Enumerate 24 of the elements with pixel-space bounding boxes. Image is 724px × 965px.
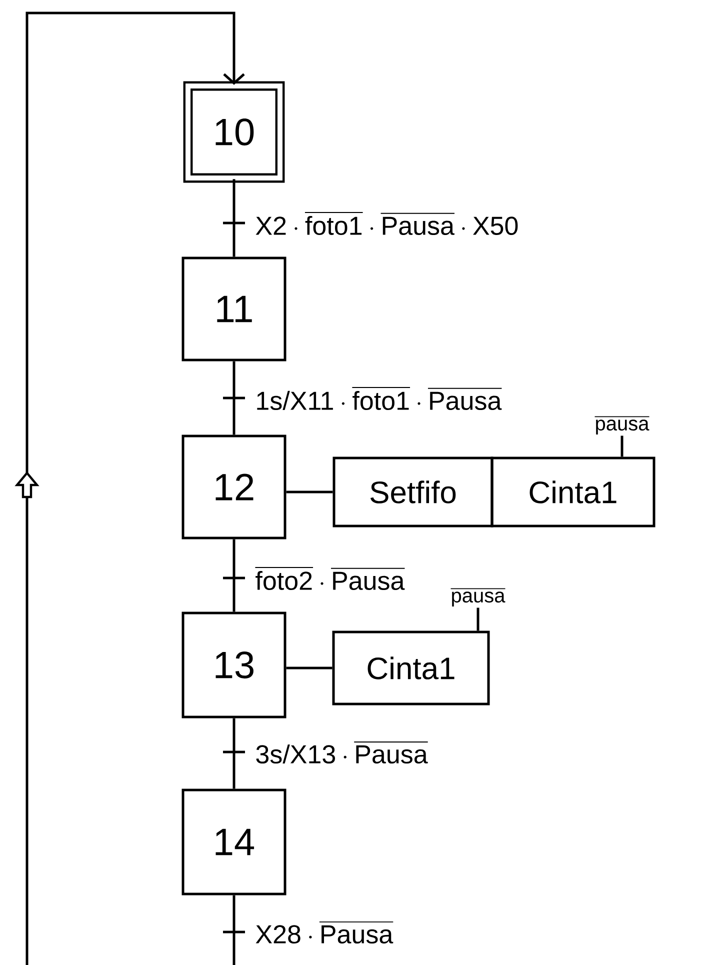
transition-condition: $\text{1s/X11}\cdot\overline{\text{foto1}}\cdot\overline{\text{Pausa}}$ <box>254 384 503 412</box>
condition-label: $\overline{\text{pausa}}$ <box>450 588 506 607</box>
leader-line <box>620 436 624 457</box>
action-link <box>286 490 333 494</box>
action-box: Cinta1 <box>490 456 656 528</box>
step-box: 11 <box>182 256 286 362</box>
condition-label: $\overline{\text{pausa}}$ <box>594 416 650 435</box>
step-box: 13 <box>182 612 286 718</box>
action-link <box>286 666 332 670</box>
initial-step-box: 10 <box>183 81 285 183</box>
transition-condition: $\text{3s/X13}\cdot\overline{\text{Pausa}}$ <box>254 739 429 765</box>
transition-condition: $\text{X2}\cdot\overline{\text{foto1}}\cdot\overline{\text{Pausa}}\cdot\text{X50}$ <box>254 210 520 236</box>
action-box: Cinta1 <box>332 630 490 706</box>
transition-condition: $\overline{\text{foto2}}\cdot\overline{\text{Pausa}}$ <box>254 564 406 592</box>
loop-back-arrow <box>14 12 245 965</box>
transition-line <box>223 718 245 789</box>
action-box: Setfifo <box>332 456 494 528</box>
transition-line <box>223 539 245 612</box>
transition-line <box>223 179 245 257</box>
step-box: 14 <box>182 788 286 896</box>
transition-condition: $\text{X28}\cdot\overline{\text{Pausa}}$ <box>254 919 394 945</box>
transition-line <box>223 361 245 435</box>
step-box: 12 <box>182 434 286 540</box>
leader-line <box>476 608 480 631</box>
